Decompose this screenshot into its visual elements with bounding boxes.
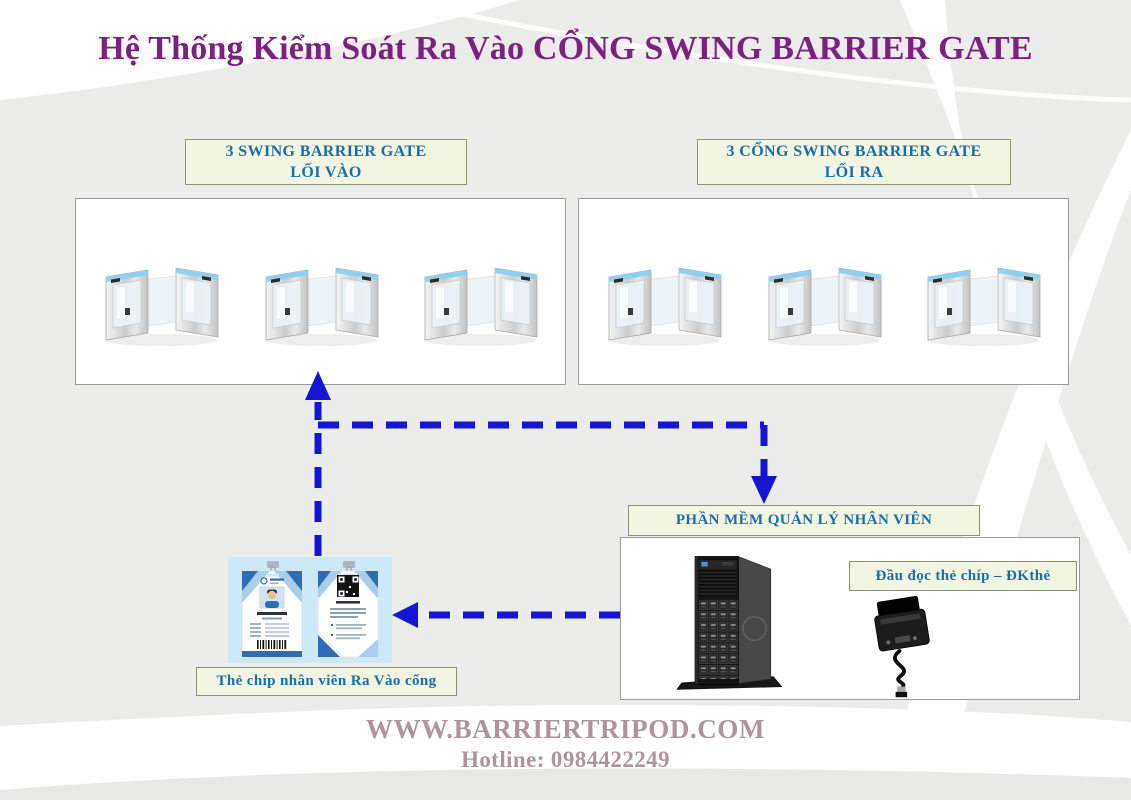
hotline-text: Hotline: 0984422249 (461, 747, 670, 772)
server-box: Đầu đọc thẻ chíp – ĐKthẻ (620, 537, 1080, 700)
server-tower-image (669, 544, 804, 696)
usb-card-reader-image (857, 594, 945, 698)
software-label: PHẦN MỀM QUẢN LÝ NHÂN VIÊN (628, 505, 980, 536)
swing-barrier-gate-image (908, 235, 1058, 350)
employee-card-label: Thẻ chíp nhân viên Ra Vào cổng (196, 667, 457, 696)
swing-barrier-gate-image (749, 235, 899, 350)
website-text: WWW.BARRIERTRIPOD.COM (365, 714, 766, 744)
swing-barrier-gate-image (86, 235, 236, 350)
employee-id-badges-image (228, 557, 392, 663)
swing-barrier-gate-image (405, 235, 555, 350)
exit-gates-label: 3 CỔNG SWING BARRIER GATE LỐI RA (697, 139, 1011, 185)
swing-barrier-gate-image (589, 235, 739, 350)
entry-gates-label-line2: LỐI VÀO (290, 164, 362, 181)
swing-barrier-gate-image (246, 235, 396, 350)
software-label-text: PHẦN MỀM QUẢN LÝ NHÂN VIÊN (675, 512, 933, 529)
exit-gates-box (578, 198, 1069, 385)
page-title: Hệ Thống Kiểm Soát Ra Vào CỔNG SWING BAR… (98, 30, 1033, 67)
exit-gates-label-line2: LỐI RA (824, 164, 884, 181)
entry-gates-label: 3 SWING BARRIER GATE LỐI VÀO (185, 139, 467, 185)
entry-gates-label-line1: 3 SWING BARRIER GATE (225, 142, 427, 160)
card-reader-label: Đầu đọc thẻ chíp – ĐKthẻ (849, 561, 1077, 591)
exit-gates-label-line1: 3 CỔNG SWING BARRIER GATE (726, 142, 982, 160)
card-reader-label-text: Đầu đọc thẻ chíp – ĐKthẻ (875, 567, 1051, 584)
entry-gates-box (75, 198, 566, 385)
employee-card-label-text: Thẻ chíp nhân viên Ra Vào cổng (216, 673, 437, 690)
